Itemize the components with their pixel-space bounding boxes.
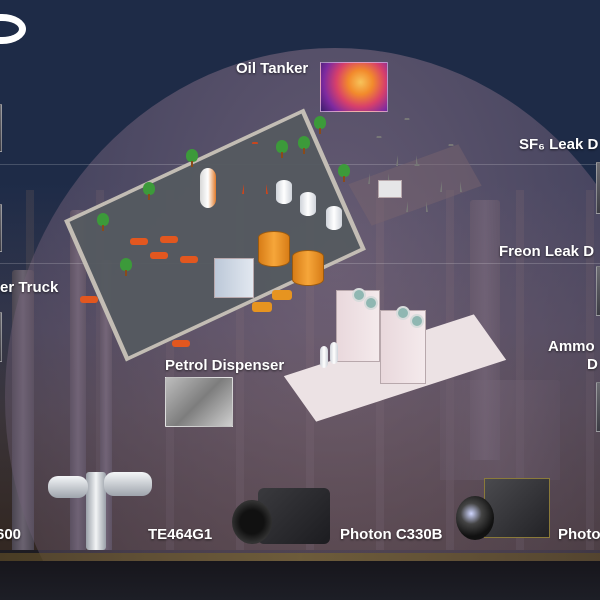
camera-housing-right — [104, 472, 152, 496]
camera-lens — [232, 500, 272, 544]
horizontal-tank — [252, 302, 272, 312]
product-photon-partial[interactable] — [456, 474, 552, 546]
product-label-photon-c330b[interactable]: Photon C330B — [340, 526, 443, 543]
white-tank — [326, 206, 342, 230]
white-tank — [276, 180, 292, 204]
tanker-truck-icon — [172, 340, 190, 347]
transformer — [378, 180, 402, 198]
thumbnail-partial — [0, 204, 2, 252]
label-ammonia-line1: Ammo — [548, 338, 595, 355]
fan-icon — [396, 306, 410, 320]
thumbnail-partial — [596, 382, 600, 432]
label-oil-tanker: Oil Tanker — [236, 60, 309, 77]
tanker-truck-icon — [80, 296, 98, 303]
tanker-truck-icon — [130, 238, 148, 245]
tree-icon — [276, 140, 288, 158]
tree-icon — [338, 164, 350, 182]
product-photon-c330b[interactable] — [232, 482, 332, 548]
tanker-truck-icon — [150, 252, 168, 259]
label-sf6-leak: SF₆ Leak D — [519, 136, 599, 153]
fan-icon — [364, 296, 378, 310]
tree-icon — [120, 258, 132, 276]
label-ammonia-line2: D — [587, 356, 598, 373]
tree-icon — [298, 136, 310, 154]
thumbnail-partial — [596, 162, 600, 214]
label-freon-leak: Freon Leak D — [499, 243, 595, 260]
chimney — [200, 168, 216, 208]
ground — [0, 561, 600, 600]
camera-pole — [86, 472, 106, 550]
fan-icon — [352, 288, 366, 302]
tanker-truck-icon — [160, 236, 178, 243]
product-label-photon-partial[interactable]: Photo — [558, 526, 600, 543]
oil-tank — [258, 231, 290, 267]
oil-tank — [292, 250, 324, 286]
product-label-partial[interactable]: 600 — [0, 526, 22, 543]
tree-icon — [97, 213, 109, 231]
thermal-image-oil-tanker[interactable] — [320, 62, 388, 112]
product-label-te464g1[interactable]: TE464G1 — [148, 526, 213, 543]
camera-housing-left — [48, 476, 88, 498]
thermal-image-petrol-dispenser[interactable] — [165, 377, 233, 427]
thumbnail-partial — [596, 266, 600, 316]
white-tank — [300, 192, 316, 216]
product-te464g1[interactable] — [48, 466, 156, 550]
label-tanker-truck: er Truck — [0, 279, 59, 296]
camera-lens — [456, 496, 494, 540]
tanker-truck-icon — [180, 256, 198, 263]
thumbnail-partial — [0, 312, 2, 362]
fan-icon — [410, 314, 424, 328]
brand-logo-icon — [0, 14, 26, 44]
label-petrol-dispenser: Petrol Dispenser — [165, 357, 285, 374]
horizontal-tank — [272, 290, 292, 300]
camera-body — [484, 478, 550, 538]
tree-icon — [314, 116, 326, 134]
tree-icon — [143, 182, 155, 200]
ground-stripe — [0, 553, 600, 561]
pipe-cylinder — [320, 346, 328, 368]
pipe-cylinder — [330, 342, 338, 364]
thumbnail-partial — [0, 104, 2, 152]
control-building — [214, 258, 254, 298]
tree-icon — [186, 149, 198, 167]
